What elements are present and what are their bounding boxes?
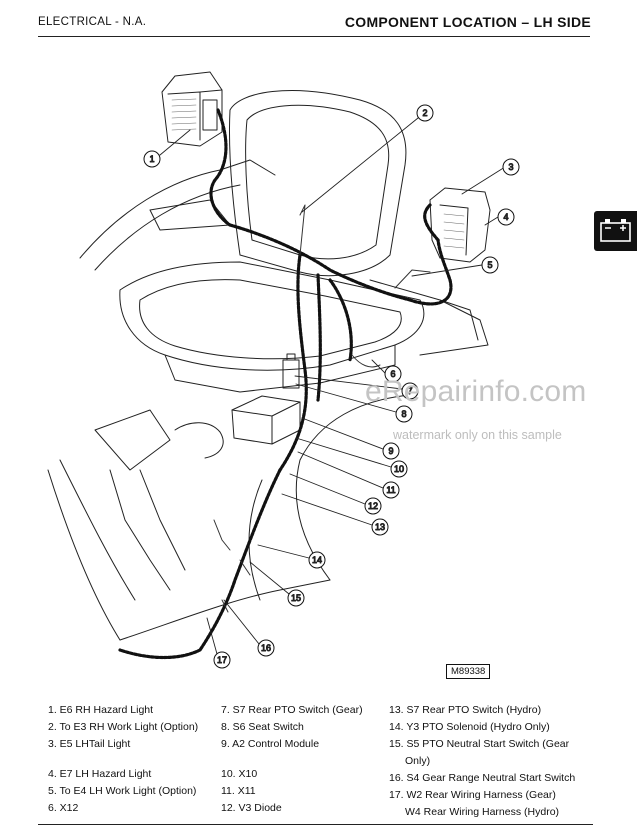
callout-label: 17 — [217, 655, 227, 665]
legend-item: 14. Y3 PTO Solenoid (Hydro Only) — [389, 721, 550, 733]
section-label: ELECTRICAL - N.A. — [38, 16, 147, 28]
legend-item: 12. V3 Diode — [221, 802, 282, 814]
hazard-light-lh — [429, 187, 491, 263]
callout-label: 9 — [388, 446, 393, 456]
callout-7: 7 — [401, 382, 419, 400]
legend-item: 13. S7 Rear PTO Switch (Hydro) — [389, 704, 542, 716]
callout-4: 4 — [497, 208, 515, 226]
watermark-subtext: watermark only on this sample — [393, 428, 562, 442]
callout-2: 2 — [416, 104, 434, 122]
callout-label: 12 — [368, 501, 378, 511]
page-title: COMPONENT LOCATION – LH SIDE — [344, 14, 591, 30]
header-rule — [38, 36, 590, 37]
legend-item: 9. A2 Control Module — [221, 738, 320, 750]
callout-3: 3 — [502, 158, 520, 176]
legend-column-1: 1. E6 RH Hazard Light 2. To E3 RH Work L… — [48, 702, 198, 817]
callout-label: 4 — [503, 212, 508, 222]
control-module — [231, 395, 301, 445]
legend-item-continued: W4 Rear Wiring Harness (Hydro) — [405, 806, 560, 818]
legend-item-continued: Only) — [405, 755, 431, 767]
callout-label: 14 — [312, 555, 322, 565]
callout-label: 10 — [394, 464, 404, 474]
callout-16: 16 — [257, 639, 275, 657]
legend-item: 4. E7 LH Hazard Light — [48, 768, 152, 780]
callout-15: 15 — [287, 589, 305, 607]
legend-item: 8. S6 Seat Switch — [221, 721, 304, 733]
section-tab[interactable] — [594, 211, 637, 251]
legend-item: 6. X12 — [48, 802, 79, 814]
legend-item: 10. X10 — [221, 768, 258, 780]
legend-item: 2. To E3 RH Work Light (Option) — [48, 721, 199, 733]
watermark-text: eRepairinfo.com — [365, 375, 587, 408]
callout-1: 1 — [143, 150, 161, 168]
callout-11: 11 — [382, 481, 400, 499]
legend-item: 15. S5 PTO Neutral Start Switch (Gear — [389, 738, 570, 750]
callout-label: 2 — [422, 108, 427, 118]
leader-lines — [159, 117, 506, 655]
callout-6: 6 — [384, 365, 402, 383]
seat-switch — [282, 353, 300, 389]
callout-label: 3 — [508, 162, 513, 172]
hazard-light-rh — [161, 71, 223, 147]
legend-item: 7. S7 Rear PTO Switch (Gear) — [221, 704, 363, 716]
callout-14: 14 — [308, 551, 326, 569]
callout-label: 5 — [487, 260, 492, 270]
figure-id: M89338 — [446, 664, 491, 679]
callout-17: 17 — [213, 651, 231, 669]
legend-column-3: 13. S7 Rear PTO Switch (Hydro) 14. Y3 PT… — [389, 702, 575, 821]
legend-item: 11. X11 — [221, 785, 256, 797]
callout-label: 16 — [261, 643, 271, 653]
seat — [119, 90, 425, 393]
callout-9: 9 — [382, 442, 400, 460]
callout-label: 13 — [375, 522, 385, 532]
footer-rule — [38, 824, 593, 825]
callout-5: 5 — [481, 256, 499, 274]
callout-label: 6 — [390, 369, 395, 379]
legend-column-2: 7. S7 Rear PTO Switch (Gear) 8. S6 Seat … — [221, 702, 363, 817]
legend-item: 17. W2 Rear Wiring Harness (Gear) — [389, 789, 556, 801]
callout-label: 7 — [407, 386, 412, 396]
callout-13: 13 — [371, 518, 389, 536]
callout-label: 15 — [291, 593, 301, 603]
legend-item: 1. E6 RH Hazard Light — [48, 704, 154, 716]
callout-10: 10 — [390, 460, 408, 478]
callout-label: 1 — [149, 154, 154, 164]
callout-label: 11 — [386, 485, 395, 495]
callout-label: 8 — [401, 409, 406, 419]
legend-item: 16. S4 Gear Range Neutral Start Switch — [389, 772, 576, 784]
callout-12: 12 — [364, 497, 382, 515]
legend-item: 3. E5 LHTail Light — [48, 738, 131, 750]
callout-8: 8 — [395, 405, 413, 423]
legend-item: 5. To E4 LH Work Light (Option) — [48, 785, 197, 797]
battery-icon — [600, 219, 631, 242]
